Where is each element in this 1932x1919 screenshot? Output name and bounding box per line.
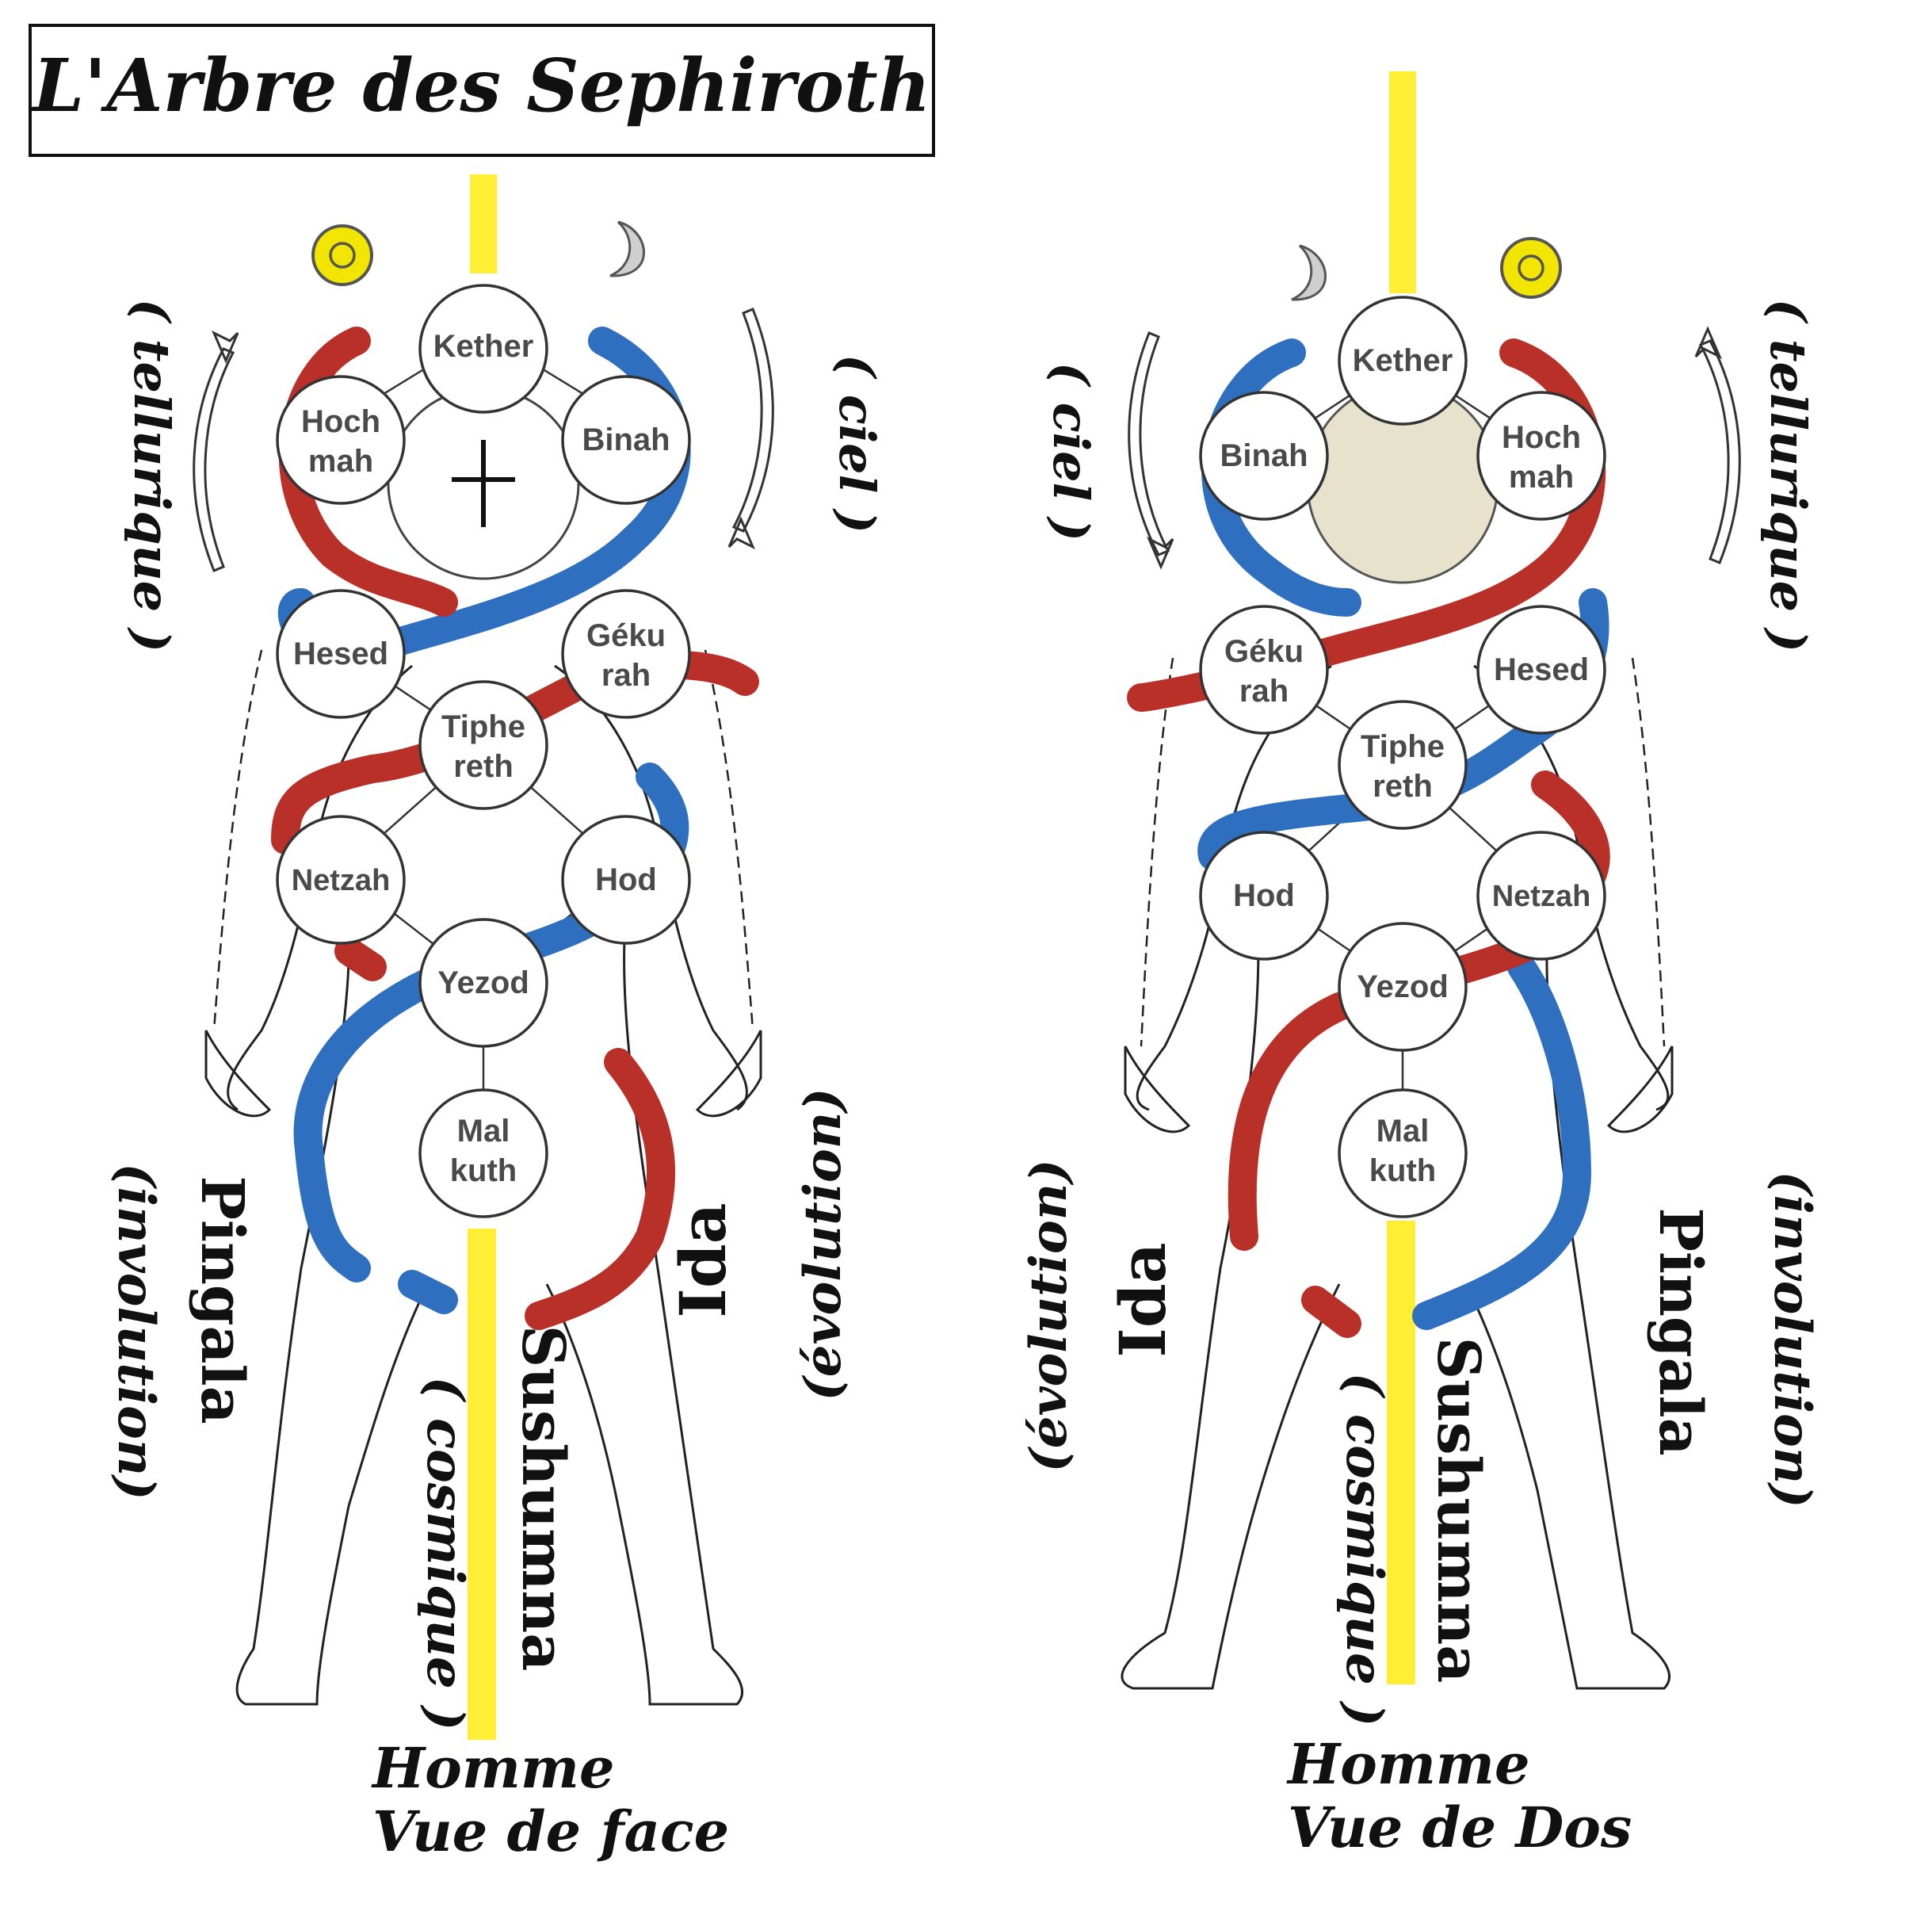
front-node-label-hesed: Hesed: [293, 636, 388, 671]
back-node-label-kether: Kether: [1353, 343, 1453, 378]
back-node-yezod: Yezod: [1338, 922, 1468, 1052]
front-node-label-hod: Hod: [595, 862, 657, 897]
back-right-arm-dash: [1631, 657, 1666, 1047]
back-node-gekurah: Géku rah: [1199, 605, 1329, 735]
back-right-curved-arrow-icon: [1694, 326, 1741, 564]
back-sun-icon: [1500, 237, 1562, 299]
back-node-label-netzah: Netzah: [1492, 880, 1591, 913]
back-node-label-hesed: Hesed: [1494, 652, 1589, 687]
back-node-kether: Kether: [1338, 296, 1468, 426]
back-node-label-tiphereth-1: Tiphe: [1361, 729, 1445, 764]
title-box: L'Arbre des Sephiroth: [29, 24, 935, 157]
front-label-pingala: Pingala: [188, 1175, 256, 1424]
front-node-label-gekurah-1: Géku: [586, 618, 666, 653]
front-left-curved-arrow-icon: [193, 330, 239, 572]
front-node-label-malkuth-2: kuth: [450, 1153, 517, 1188]
front-node-label-hochmah-1: Hoch: [301, 404, 380, 439]
front-node-label-kether: Kether: [433, 329, 534, 364]
back-node-hod: Hod: [1199, 831, 1329, 961]
back-left-curved-arrow-icon: [1128, 331, 1174, 570]
front-right-hand: [695, 1030, 762, 1118]
front-node-label-tiphereth-1: Tiphe: [441, 709, 525, 744]
back-node-label-malkuth-1: Mal: [1376, 1114, 1430, 1149]
back-node-label-hochmah-2: mah: [1509, 460, 1574, 495]
back-node-label-hod: Hod: [1233, 878, 1295, 913]
front-label-ciel: ( ciel ): [828, 354, 886, 533]
back-node-label-hochmah-1: Hoch: [1502, 420, 1581, 455]
sun-icon: [311, 224, 373, 286]
back-label-cosmique: ( cosmique ): [1334, 1373, 1394, 1727]
back-left-arm-dash: [1140, 657, 1174, 1047]
front-label-evolution: (évolution): [793, 1088, 853, 1401]
back-node-binah: Binah: [1199, 391, 1329, 521]
back-node-netzah: Netzah: [1476, 831, 1606, 961]
front-node-hesed: Hesed: [276, 589, 406, 719]
cross-icon: [452, 440, 515, 527]
front-node-label-yezod: Yezod: [437, 965, 529, 1000]
front-node-hod: Hod: [561, 815, 691, 945]
front-node-yezod: Yezod: [418, 918, 548, 1048]
back-figure: Kether Binah Hoch mah Géku rah Hesed Tip…: [1019, 71, 1822, 1860]
back-crescent-moon-icon: [1291, 244, 1327, 301]
back-ida-channel: [1127, 338, 1610, 1338]
back-label-pingala: Pingala: [1646, 1207, 1714, 1455]
front-caption-line2: Vue de face: [372, 1799, 729, 1864]
front-node-label-hochmah-2: mah: [308, 444, 373, 479]
back-node-label-gekurah-1: Géku: [1224, 634, 1304, 669]
back-node-malkuth: Mal kuth: [1338, 1088, 1468, 1218]
front-node-tiphereth: Tiphe reth: [418, 680, 548, 810]
front-node-binah: Binah: [561, 375, 691, 505]
front-node-label-gekurah-2: rah: [601, 658, 651, 693]
front-node-label-malkuth-1: Mal: [457, 1114, 510, 1149]
back-label-tellurique: ( tellurique ): [1759, 299, 1817, 652]
front-left-arm-dash: [212, 649, 263, 1031]
front-right-curved-arrow-icon: [727, 308, 774, 550]
back-node-label-gekurah-2: rah: [1239, 674, 1289, 709]
back-node-label-malkuth-2: kuth: [1369, 1153, 1436, 1188]
front-label-ida: Ida: [666, 1202, 740, 1317]
back-node-hesed: Hesed: [1476, 605, 1606, 735]
front-node-netzah: Netzah: [276, 815, 406, 945]
back-left-hand: [1124, 1046, 1191, 1133]
back-right-hand: [1606, 1046, 1674, 1133]
front-node-kether: Kether: [418, 284, 548, 414]
back-node-hochmah: Hoch mah: [1476, 391, 1606, 521]
front-label-sushumna: Sushumna: [509, 1325, 577, 1672]
back-label-ciel: ( ciel ): [1042, 362, 1100, 541]
front-figure: Kether Hoch mah Binah Hesed Géku rah Tip…: [106, 174, 886, 1864]
back-node-label-tiphereth-2: reth: [1373, 769, 1433, 804]
back-node-tiphereth: Tiphe reth: [1338, 700, 1468, 830]
back-node-label-yezod: Yezod: [1357, 969, 1449, 1004]
front-label-cosmique: ( cosmique ): [415, 1377, 475, 1731]
front-left-hand: [204, 1030, 272, 1118]
front-node-label-netzah: Netzah: [292, 864, 391, 897]
back-label-sushumna: Sushumna: [1424, 1337, 1492, 1684]
front-right-arm-dash: [704, 649, 754, 1031]
front-label-tellurique: ( tellurique ): [123, 299, 181, 652]
back-label-involution: (involution): [1762, 1171, 1822, 1508]
front-node-hochmah: Hoch mah: [276, 375, 406, 505]
front-label-involution: (involution): [106, 1163, 166, 1500]
back-node-label-binah: Binah: [1220, 438, 1308, 473]
front-node-label-binah: Binah: [582, 422, 670, 457]
back-label-evolution: (évolution): [1019, 1159, 1079, 1472]
front-node-gekurah: Géku rah: [561, 589, 691, 719]
front-node-malkuth: Mal kuth: [418, 1088, 548, 1218]
front-node-label-tiphereth-2: reth: [453, 749, 514, 784]
page-title: L'Arbre des Sephiroth: [30, 43, 930, 128]
back-caption-line2: Vue de Dos: [1288, 1795, 1632, 1860]
back-label-ida: Ida: [1105, 1242, 1180, 1357]
crescent-moon-icon: [609, 220, 645, 277]
back-caption-line1: Homme: [1286, 1731, 1530, 1797]
front-caption-line1: Homme: [371, 1735, 615, 1801]
